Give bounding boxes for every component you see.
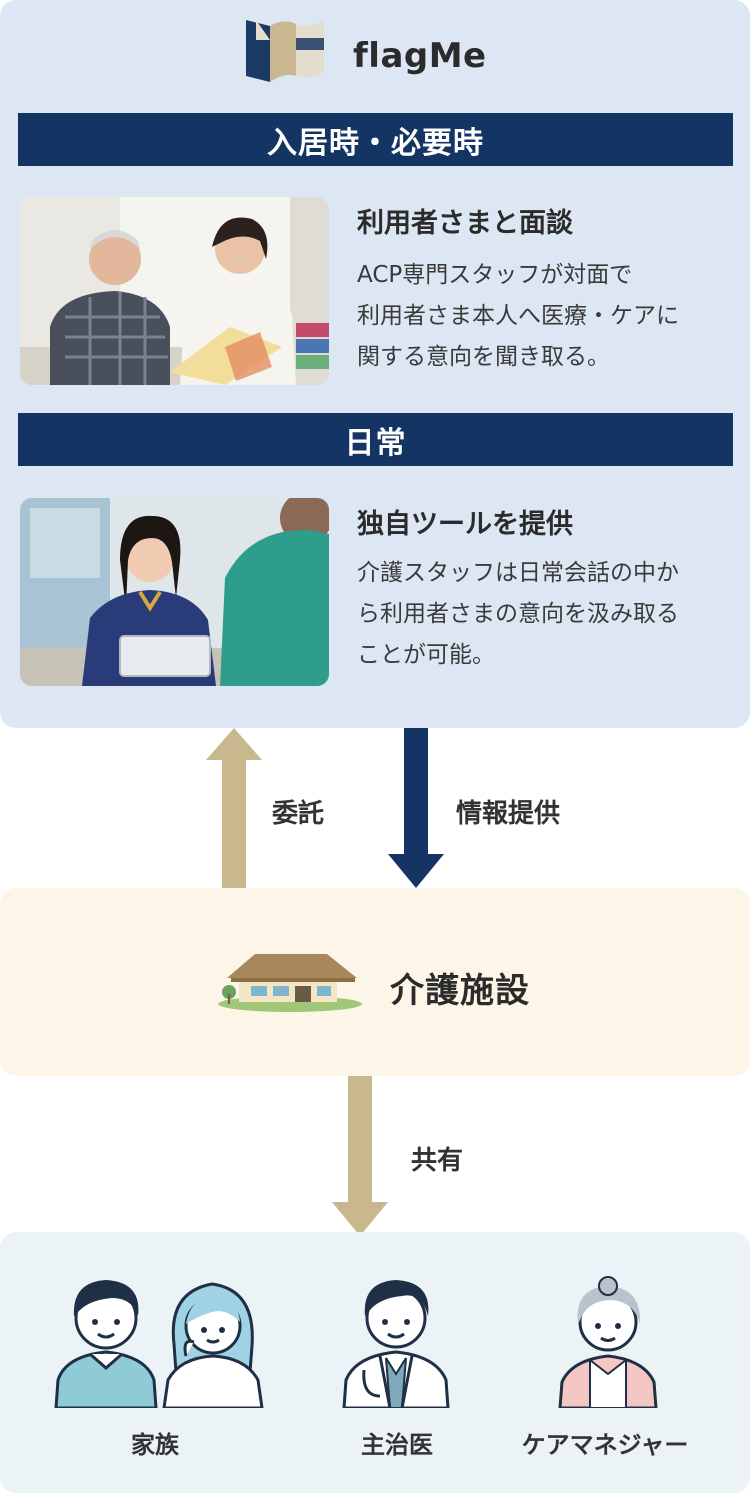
family-label: 家族 [131, 1431, 179, 1459]
description-line: ら利用者さまの意向を汲み取る [357, 601, 679, 627]
care-facility-building-icon [218, 954, 362, 1012]
up-arrow-icon [206, 728, 262, 888]
tool-title: 独自ツールを提供 [357, 509, 573, 540]
phase-band-admission: 入居時・必要時 [18, 113, 733, 166]
share-arrow-icon [332, 1076, 388, 1236]
description-line: ことが可能。 [357, 642, 495, 668]
care-facility-label: 介護施設 [390, 971, 530, 1011]
description-line: 介護スタッフは日常会話の中か [357, 560, 679, 586]
interview-photo [20, 197, 329, 385]
doctor-label: 主治医 [361, 1431, 433, 1459]
description-line: ACP専門スタッフが対面で [357, 262, 633, 288]
description-line: 関する意向を聞き取る。 [357, 344, 610, 370]
info-provision-label: 情報提供 [456, 799, 561, 829]
description-line: 利用者さま本人へ医療・ケアに [357, 303, 679, 329]
interview-title: 利用者さまと面談 [357, 208, 573, 239]
share-label: 共有 [411, 1146, 464, 1176]
care-facility-panel [0, 888, 750, 1076]
care-manager-icon [558, 1276, 658, 1408]
phase-band-daily: 日常 [18, 413, 733, 466]
doctor-icon [342, 1280, 450, 1408]
entrust-label: 委託 [272, 799, 325, 829]
brand-name: flagMe [353, 36, 487, 76]
down-arrow-icon [388, 728, 444, 888]
care-manager-label: ケアマネジャー [521, 1431, 689, 1459]
family-man-icon [54, 1280, 158, 1408]
family-woman-icon [162, 1282, 264, 1408]
interview-description: ACP専門スタッフが対面で 利用者さま本人へ医療・ケアに 関する意向を聞き取る。 [357, 255, 737, 378]
tool-description: 介護スタッフは日常会話の中か ら利用者さまの意向を汲み取る ことが可能。 [357, 553, 737, 676]
caregiver-tablet-photo [20, 498, 329, 686]
flagme-logo-icon [246, 20, 324, 82]
